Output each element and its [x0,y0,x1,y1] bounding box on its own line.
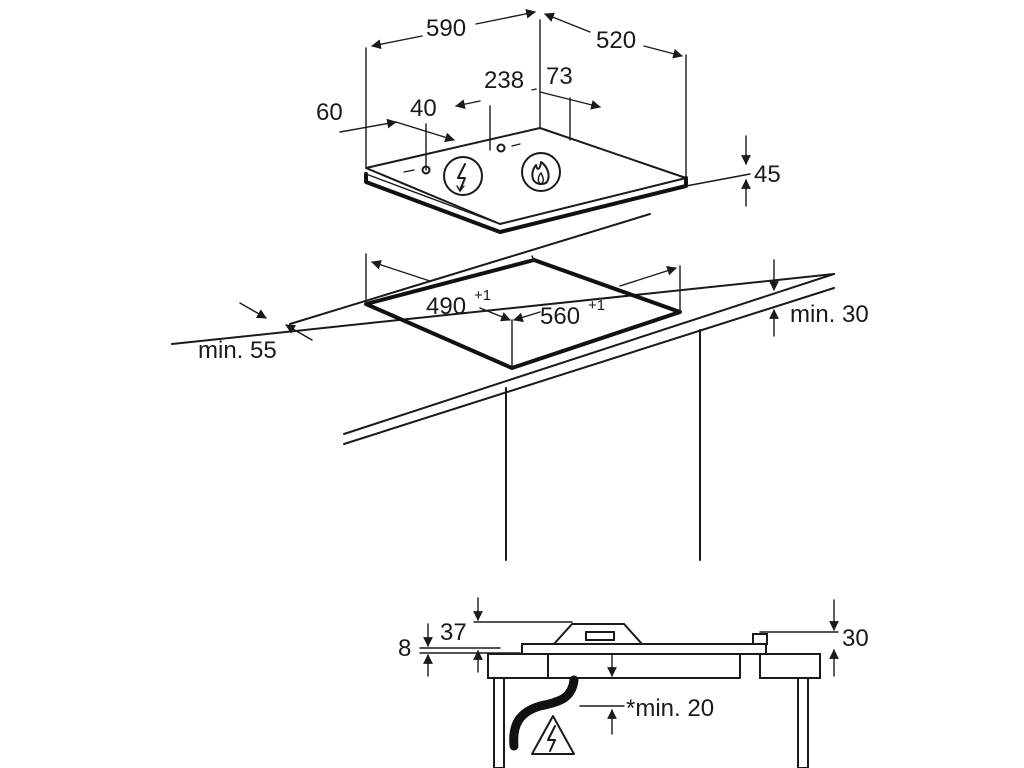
gas-flame-icon [521,152,561,192]
dim-590: 590 [426,15,466,42]
dim-73: 73 [546,63,573,90]
dim-min-30: min. 30 [790,301,869,328]
electric-warning-icon [531,715,575,755]
side-section-view [419,597,839,768]
hob-side-body [521,643,767,655]
dim-40: 40 [410,95,437,122]
dim-490: 490 [426,293,466,320]
dim-45: 45 [754,161,781,188]
dim-37: 37 [440,619,467,646]
dim-min-20: *min. 20 [626,695,714,722]
dim-520: 520 [596,27,636,54]
dim-60: 60 [316,99,343,126]
dim-560: 560 [540,303,580,330]
knob-marker [496,143,506,153]
hob-glass-top [365,127,687,225]
dim-238: 238 [484,67,524,94]
hob-top-view [364,19,688,234]
dim-8: 8 [398,635,411,662]
dim-560-tolerance: +1 [588,297,605,314]
dim-min-55: min. 55 [198,337,277,364]
dim-490-tolerance: +1 [474,287,491,304]
countertop [171,213,835,561]
dimension-lines-middle [239,259,779,341]
electric-hazard-icon [443,156,483,196]
dimension-lines-top [339,8,751,207]
hob-front-edge [364,172,688,234]
dim-30: 30 [842,625,869,652]
